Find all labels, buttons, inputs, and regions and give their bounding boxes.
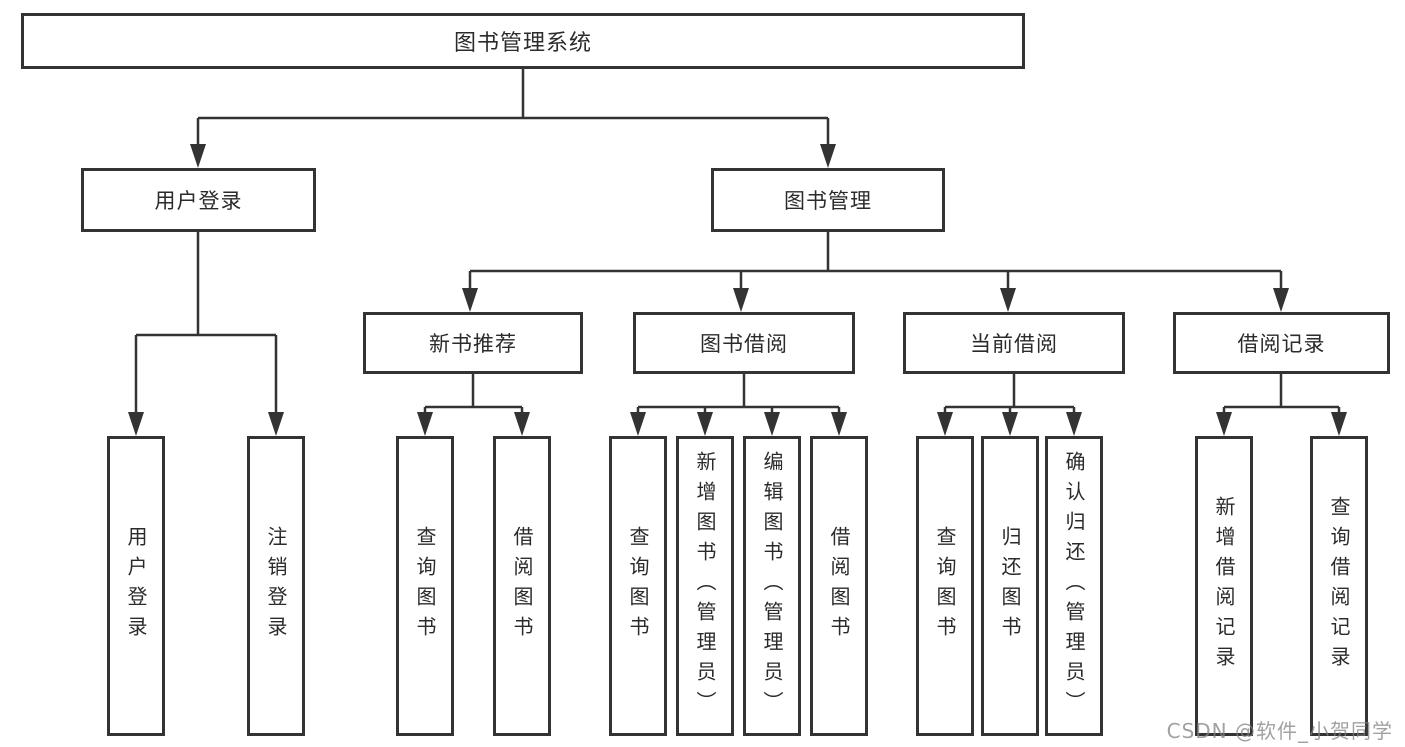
- node-label: 图书管理: [784, 189, 872, 213]
- leaf-query-books: 查询图书: [916, 436, 974, 736]
- node-book-borrow: 图书借阅: [633, 312, 855, 374]
- node-label: 当前借阅: [970, 332, 1058, 356]
- leaf-borrow-books: 借阅图书: [810, 436, 868, 736]
- node-user-login-branch: 用户登录: [81, 168, 316, 232]
- leaf-label: 查询借阅记录: [1327, 496, 1351, 676]
- leaf-borrow-books: 借阅图书: [493, 436, 551, 736]
- leaf-label: 新增借阅记录: [1212, 496, 1236, 676]
- leaf-label: 确认归还（管理员）: [1062, 451, 1086, 721]
- leaf-label: 用户登录: [124, 526, 148, 646]
- leaf-query-books: 查询图书: [609, 436, 667, 736]
- leaf-label: 查询图书: [933, 526, 957, 646]
- node-label: 图书管理系统: [453, 31, 592, 56]
- leaf-return-books: 归还图书: [981, 436, 1039, 736]
- leaf-add-books-admin: 新增图书（管理员）: [676, 436, 734, 736]
- node-label: 借阅记录: [1237, 332, 1326, 356]
- node-label: 新书推荐: [429, 332, 517, 356]
- node-current-borrow: 当前借阅: [903, 312, 1125, 374]
- arrowhead-icons: [128, 144, 1347, 436]
- leaf-label: 借阅图书: [827, 526, 851, 646]
- leaf-label: 查询图书: [626, 526, 650, 646]
- leaf-label: 新增图书（管理员）: [693, 451, 717, 721]
- leaf-confirm-return-admin: 确认归还（管理员）: [1045, 436, 1103, 736]
- leaf-label: 编辑图书（管理员）: [760, 451, 784, 721]
- leaf-user-login: 用户登录: [107, 436, 165, 736]
- node-label: 用户登录: [154, 189, 243, 213]
- leaf-query-borrow-record: 查询借阅记录: [1310, 436, 1368, 736]
- leaf-add-borrow-record: 新增借阅记录: [1195, 436, 1253, 736]
- node-new-book-recommend: 新书推荐: [363, 312, 583, 374]
- node-book-management-branch: 图书管理: [711, 168, 945, 232]
- node-label: 图书借阅: [700, 332, 788, 356]
- leaf-label: 归还图书: [998, 526, 1022, 646]
- leaf-logout: 注销登录: [247, 436, 305, 736]
- leaf-label: 注销登录: [264, 526, 288, 646]
- leaf-edit-books-admin: 编辑图书（管理员）: [743, 436, 801, 736]
- leaf-label: 查询图书: [413, 526, 437, 646]
- leaf-query-books: 查询图书: [396, 436, 454, 736]
- leaf-label: 借阅图书: [510, 526, 534, 646]
- node-library-management-system: 图书管理系统: [21, 13, 1025, 69]
- node-borrow-record: 借阅记录: [1173, 312, 1390, 374]
